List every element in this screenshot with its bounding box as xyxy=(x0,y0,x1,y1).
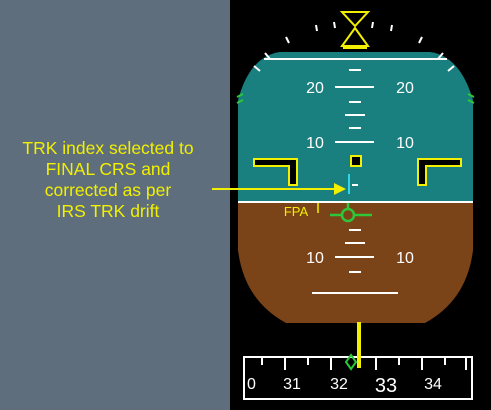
pitch-label-20-right: 20 xyxy=(396,80,414,97)
pitch-label-20-left: 20 xyxy=(306,80,324,97)
pitch-label-10-right: 10 xyxy=(396,135,414,152)
pitch-label-minus10-right: 10 xyxy=(396,250,414,267)
annotation-line-1: TRK index selected to xyxy=(22,138,194,158)
heading-label-34: 34 xyxy=(424,376,442,393)
track-diamond-icon xyxy=(344,353,358,371)
heading-label-31: 31 xyxy=(283,376,301,393)
pitch-label-minus10-left: 10 xyxy=(306,250,324,267)
aircraft-left-wing-icon xyxy=(253,158,298,186)
fpa-label: FPA xyxy=(284,204,309,219)
sky xyxy=(238,52,473,202)
heading-pointer-icon xyxy=(357,322,361,368)
trk-index-annotation: TRK index selected to FINAL CRS and corr… xyxy=(0,138,216,222)
bank-pointer-icon xyxy=(339,11,371,47)
heading-label-33: 33 xyxy=(375,375,397,397)
annotation-line-3: corrected as per xyxy=(44,180,172,200)
heading-label-32: 32 xyxy=(330,376,348,393)
annotation-line-2: FINAL CRS and xyxy=(45,159,171,179)
side-marks xyxy=(236,93,475,104)
aircraft-center-icon xyxy=(350,155,362,167)
annotation-line-4: IRS TRK drift xyxy=(56,201,160,221)
bank-scale xyxy=(253,21,455,72)
pitch-label-10-left: 10 xyxy=(306,135,324,152)
attitude-indicator xyxy=(238,52,473,323)
annotation-arrow xyxy=(212,183,346,195)
aircraft-right-wing-icon xyxy=(417,158,462,186)
flight-path-vector-icon xyxy=(330,203,372,223)
heading-label-partial: 0 xyxy=(247,376,256,393)
pitch-ladder xyxy=(312,69,398,294)
ground xyxy=(238,202,473,323)
